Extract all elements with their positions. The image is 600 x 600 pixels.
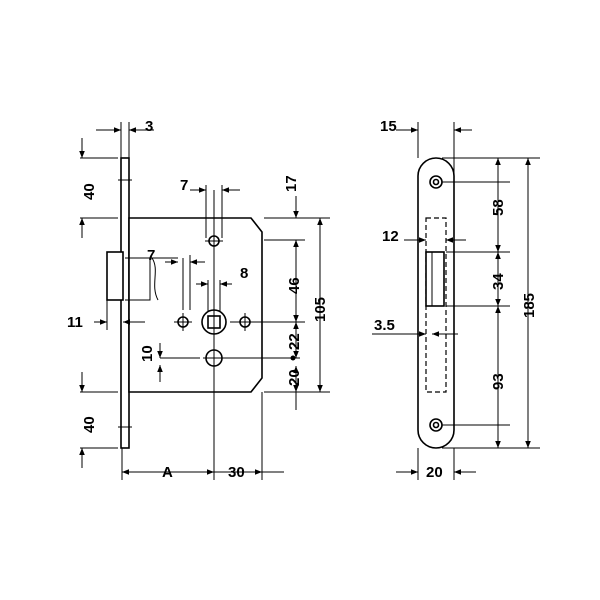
lock-case-body	[128, 217, 263, 393]
latch-front	[425, 251, 445, 307]
dim-latch-offset: 7	[147, 247, 155, 264]
dim-backset: A	[162, 464, 173, 481]
dim-bottom-offset: 20	[286, 369, 303, 386]
dim-spindle-square: 8	[240, 265, 248, 282]
faceplate-strip	[120, 157, 130, 449]
dim-bottom-to-last-hole: 40	[81, 416, 98, 433]
dim-case-offset-top: 17	[283, 175, 300, 192]
dim-latch-depth: 3.5	[374, 317, 395, 334]
dim-latch-to-bottom-hole: 93	[490, 373, 507, 390]
dim-hole-spacing-small: 7	[180, 177, 188, 194]
dim-top-to-first-hole: 40	[81, 183, 98, 200]
dim-faceplate-top-offset: 15	[380, 118, 397, 135]
dim-case-depth: 30	[228, 464, 245, 481]
latch-bolt	[106, 251, 124, 301]
dim-latch-height: 34	[490, 273, 507, 290]
dim-spindle-to-key-upper: 46	[286, 277, 303, 294]
dim-spindle-to-key: 22	[286, 333, 303, 350]
dim-latch-width: 12	[382, 228, 399, 245]
dim-top-hole-to-latch: 58	[490, 199, 507, 216]
faceplate-front-view: 15 58 12 34 185 3.5 93 20	[372, 118, 540, 481]
dim-faceplate-length: 185	[521, 293, 538, 318]
dim-case-height: 105	[312, 297, 329, 322]
dim-latch-projection: 11	[67, 314, 83, 331]
dim-plate-thickness: 3	[145, 118, 153, 135]
dim-faceplate-width: 20	[426, 464, 443, 481]
dim-key-offset: 10	[139, 345, 156, 362]
lock-side-view: 3 40 7 17 7 8 46 105	[67, 118, 330, 481]
